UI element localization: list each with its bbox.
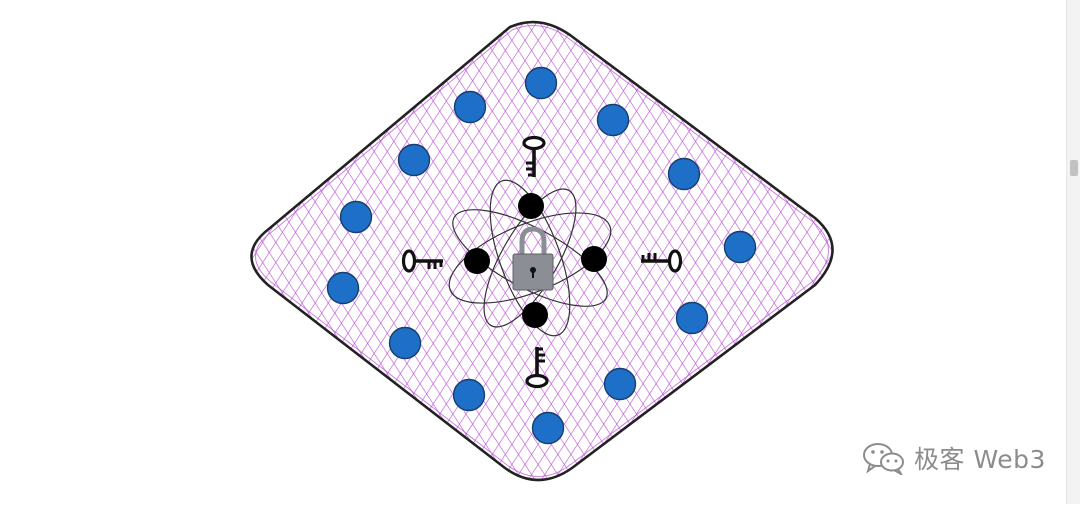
watermark-text: 极客 Web3 — [914, 445, 1046, 474]
outer-node — [326, 271, 360, 305]
outer-node — [397, 143, 431, 177]
lock-icon — [512, 226, 554, 291]
wechat-icon — [863, 443, 904, 475]
outer-node — [723, 230, 757, 264]
scrollbar-thumb[interactable] — [1070, 160, 1078, 176]
orbit-ring — [483, 188, 577, 328]
outer-node — [524, 66, 558, 100]
inner-nodes — [464, 193, 607, 328]
inner-node — [581, 246, 607, 272]
network-diagram — [250, 20, 834, 482]
key-icon — [522, 135, 546, 177]
key-icon — [641, 249, 683, 273]
lock-keyhole-slot — [532, 270, 534, 278]
outer-node — [675, 301, 709, 335]
outer-node — [531, 411, 565, 445]
vertical-scrollbar[interactable] — [1066, 0, 1080, 504]
inner-node — [464, 248, 490, 274]
diamond-outline — [250, 20, 834, 482]
outer-node — [596, 103, 630, 137]
inner-node — [522, 302, 548, 328]
outer-node — [667, 157, 701, 191]
outer-node — [388, 326, 422, 360]
watermark: 极客 Web3 — [862, 438, 1046, 478]
outer-node — [339, 200, 373, 234]
outer-node — [603, 367, 637, 401]
orbit-ring — [489, 179, 571, 337]
keys — [401, 135, 683, 389]
lock-shackle — [519, 226, 547, 256]
outer-node — [453, 90, 487, 124]
key-icon — [401, 249, 443, 273]
key-icon — [525, 347, 549, 389]
outer-nodes — [326, 66, 757, 445]
inner-node — [518, 193, 544, 219]
outer-node — [452, 378, 486, 412]
diamond-sketch-stroke — [255, 25, 829, 477]
